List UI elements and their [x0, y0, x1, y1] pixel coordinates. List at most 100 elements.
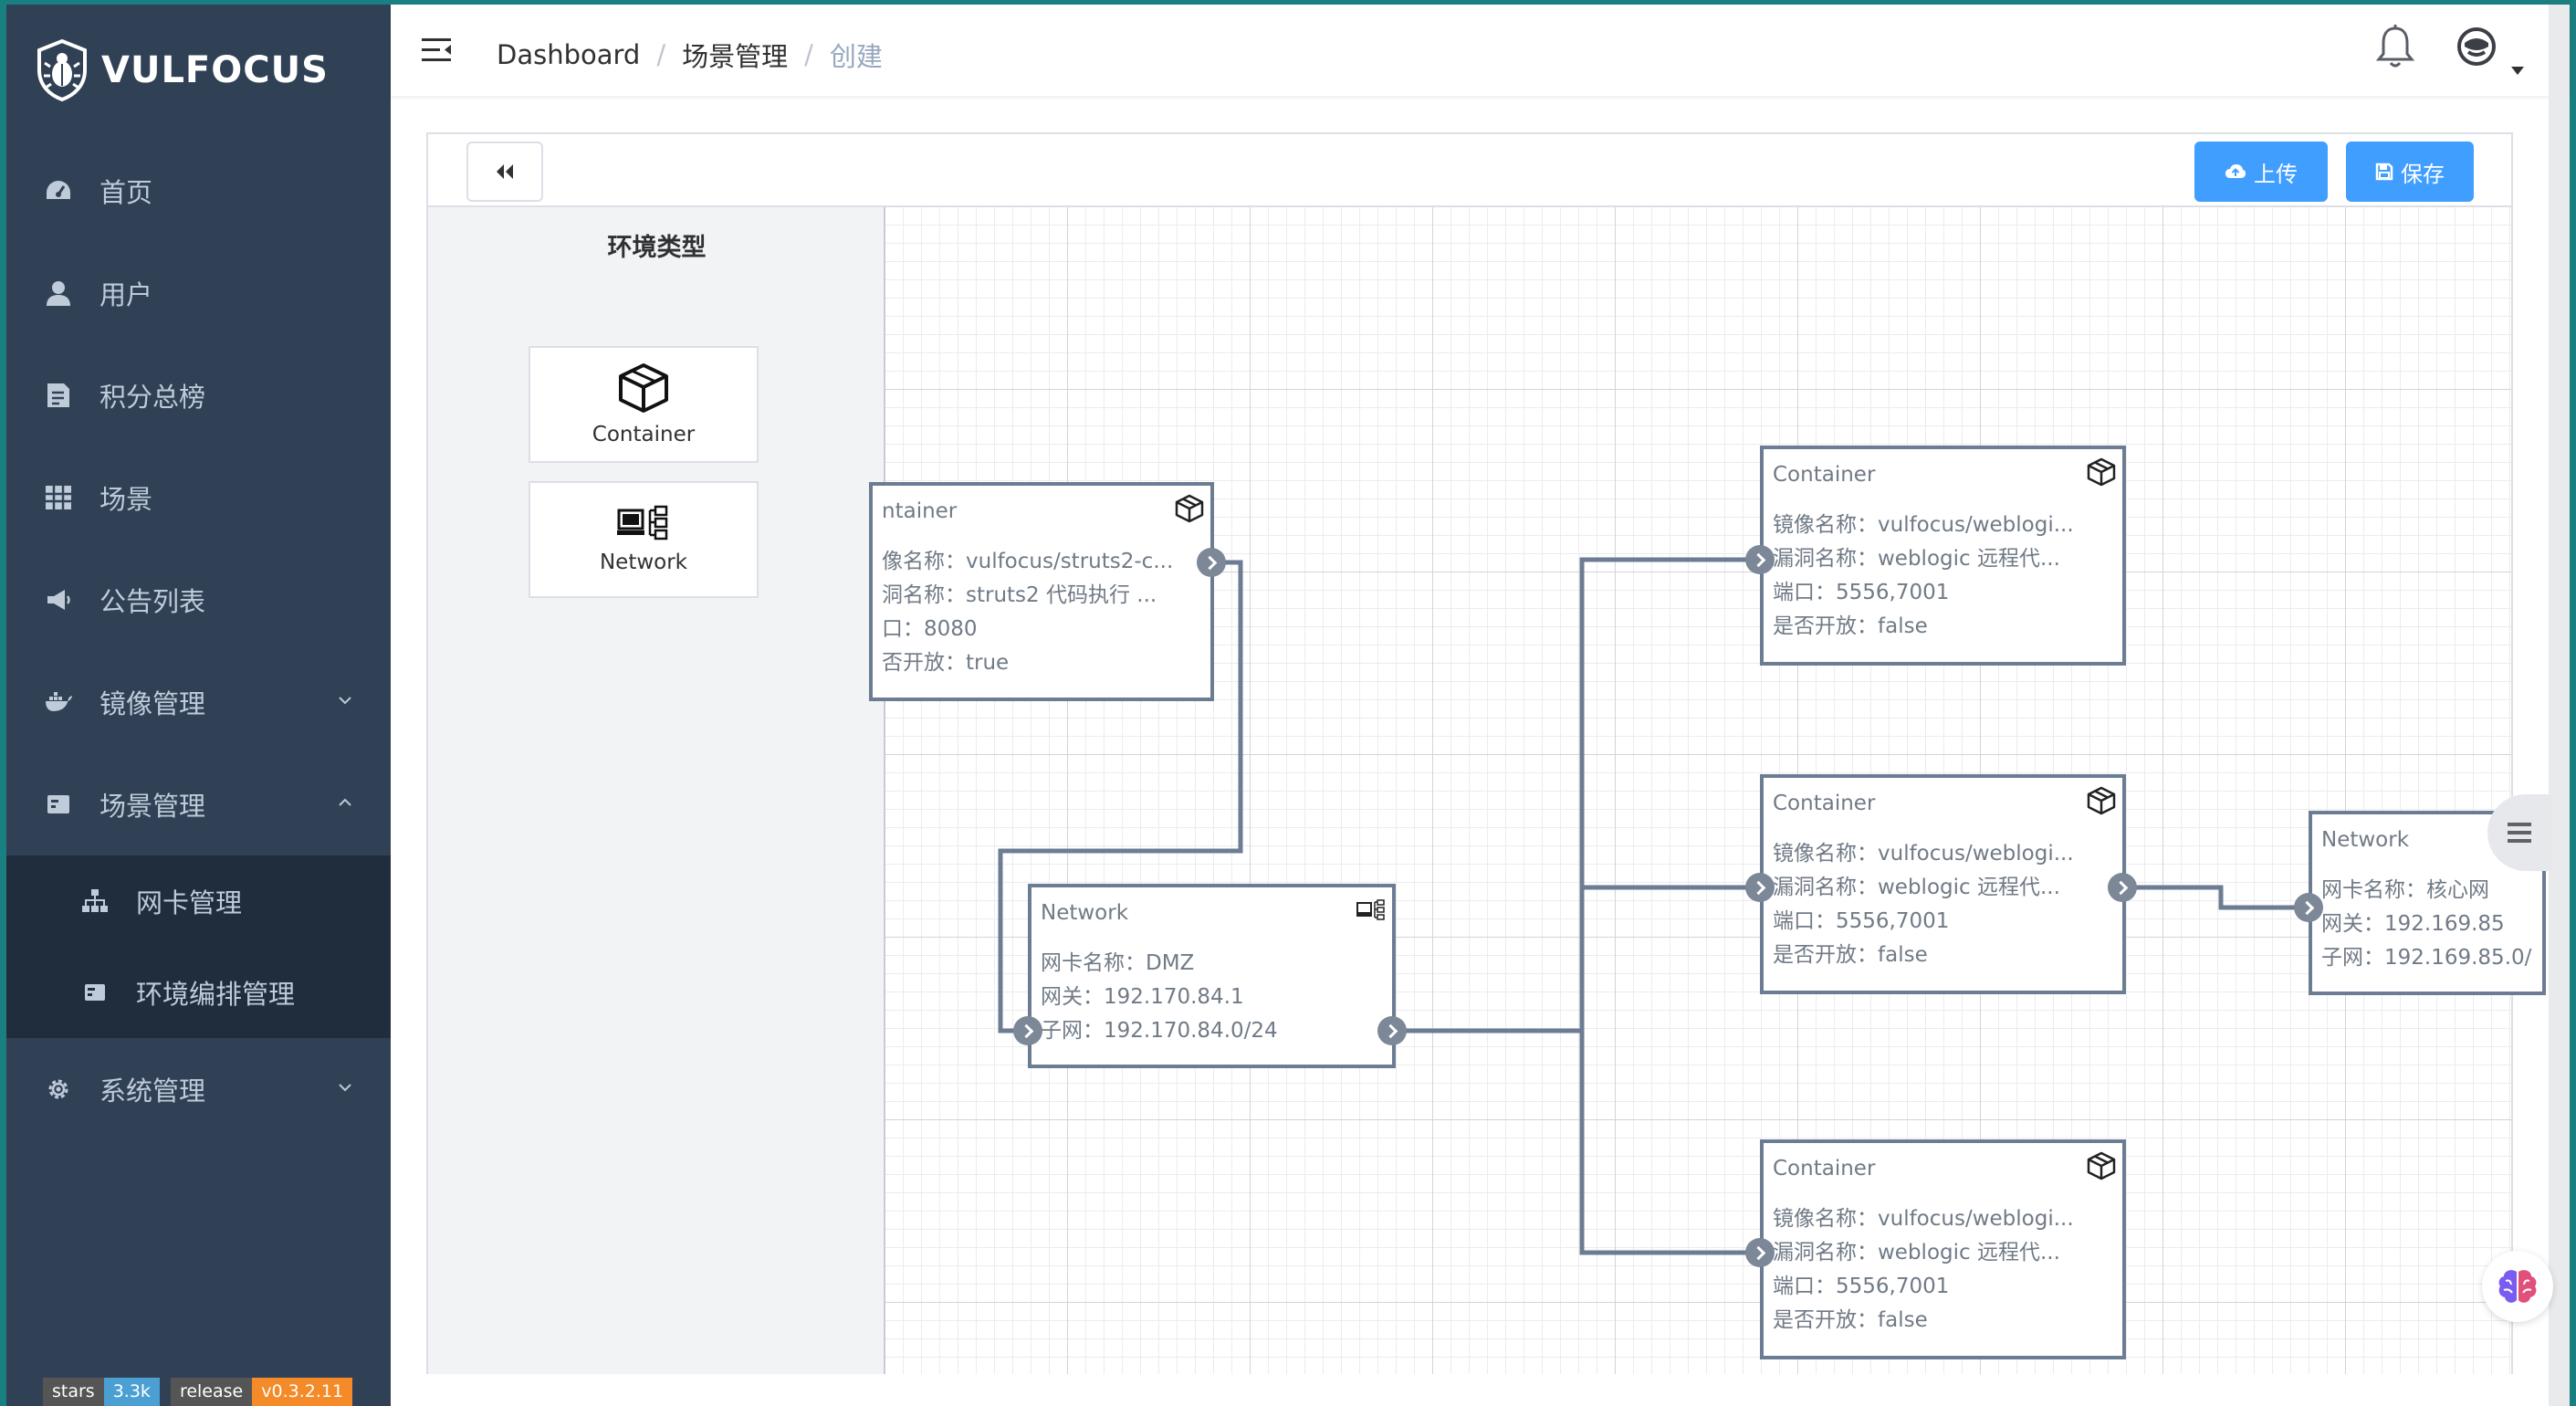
- avatar[interactable]: [2456, 26, 2497, 67]
- network-icon: [617, 505, 668, 540]
- upload-button[interactable]: 上传: [2194, 142, 2328, 202]
- node-gateway: 网关：192.169.85: [2321, 912, 2505, 936]
- component-palette: 环境类型 Container Ne: [428, 207, 885, 1374]
- palette-item-network[interactable]: Network: [529, 481, 759, 598]
- user-icon: [43, 278, 74, 309]
- edge-c3-n2: [2122, 885, 2309, 910]
- node-image-name: 像名称：vulfocus/struts2-c...: [882, 550, 1174, 573]
- sidebar-item-home[interactable]: 首页: [6, 140, 391, 242]
- floating-list-button[interactable]: [2487, 794, 2551, 871]
- network-icon: [1356, 899, 1385, 920]
- node-container-weblogic-3[interactable]: Container 镜像名称：vulfocus/weblogi... 漏洞名称：…: [1760, 1139, 2126, 1359]
- document-icon: [43, 380, 74, 411]
- edge-n1-c4: [1579, 1031, 1760, 1255]
- node-open: 是否开放：false: [1773, 1308, 1928, 1332]
- edge-n1-c2: [1392, 557, 1760, 1034]
- port-n1-out[interactable]: [1377, 1016, 1407, 1045]
- cube-icon: [619, 363, 668, 413]
- sidebar-item-system[interactable]: 系统管理: [6, 1038, 391, 1140]
- sidebar-item-label: 用户: [99, 279, 153, 310]
- top-navbar: Dashboard / 场景管理 / 创建: [391, 5, 2570, 96]
- node-container-weblogic-1[interactable]: Container 镜像名称：vulfocus/weblogi... 漏洞名称：…: [1760, 446, 2126, 666]
- stars-badge[interactable]: stars 3.3k: [43, 1378, 160, 1406]
- sidebar-item-label: 网卡管理: [136, 887, 243, 918]
- breadcrumb-dashboard[interactable]: Dashboard: [497, 39, 641, 70]
- node-port: 端口：5556,7001: [1773, 581, 1950, 604]
- scene-icon: [43, 789, 74, 820]
- save-label: 保存: [2401, 161, 2445, 187]
- layout-icon: [79, 977, 110, 1008]
- node-title: Container: [1773, 1157, 1876, 1180]
- cube-icon: [2087, 457, 2116, 487]
- logo[interactable]: VULFOCUS: [36, 32, 329, 109]
- sidebar-item-announcements[interactable]: 公告列表: [6, 549, 391, 651]
- menu-toggle-icon[interactable]: [422, 36, 453, 65]
- badge-value: 3.3k: [103, 1378, 160, 1406]
- node-image-name: 镜像名称：vulfocus/weblogi...: [1773, 842, 2074, 866]
- port-c3-out[interactable]: [2108, 873, 2137, 902]
- node-title: Container: [1773, 792, 1876, 815]
- chevron-up-icon: [339, 798, 351, 806]
- topology-editor: 上传 保存 环境类型 Container: [426, 132, 2546, 1374]
- cube-icon: [1175, 494, 1204, 523]
- breadcrumb-separator: /: [804, 39, 813, 70]
- sidebar-item-images[interactable]: 镜像管理: [6, 651, 391, 753]
- node-open: 是否开放：false: [1773, 943, 1928, 967]
- topology-canvas[interactable]: ntainer 像名称：vulfocus/struts2-c... 洞名称：st…: [869, 207, 2546, 1374]
- gear-icon: [43, 1074, 74, 1105]
- port-c2-in[interactable]: [1745, 545, 1775, 574]
- scrollbar-track[interactable]: [2549, 5, 2570, 1406]
- caret-down-icon[interactable]: [2511, 67, 2524, 75]
- chevron-down-icon: [339, 697, 351, 705]
- node-subnet: 子网：192.170.84.0/24: [1041, 1019, 1278, 1043]
- editor-toolbar: 上传 保存: [428, 134, 2511, 207]
- upload-label: 上传: [2254, 161, 2298, 187]
- sidebar-item-scenes[interactable]: 场景: [6, 446, 391, 549]
- assistant-button[interactable]: [2482, 1251, 2553, 1322]
- sidebar-item-nic-management[interactable]: 网卡管理: [6, 855, 391, 947]
- node-open: 是否开放：false: [1773, 614, 1928, 638]
- repo-badges: stars 3.3k release v0.3.2.11: [43, 1378, 363, 1406]
- sidebar-item-label: 环境编排管理: [136, 979, 296, 1010]
- sidebar-item-label: 场景: [99, 484, 153, 515]
- save-button[interactable]: 保存: [2346, 142, 2474, 202]
- sidebar-item-scene-management[interactable]: 场景管理: [6, 753, 391, 855]
- node-subnet: 子网：192.169.85.0/: [2321, 946, 2532, 970]
- node-image-name: 镜像名称：vulfocus/weblogi...: [1773, 513, 2074, 537]
- node-title: ntainer: [882, 499, 958, 523]
- sidebar-item-label: 首页: [99, 177, 153, 208]
- node-nic-name: 网卡名称：核心网: [2321, 878, 2489, 902]
- node-image-name: 镜像名称：vulfocus/weblogi...: [1773, 1207, 2074, 1231]
- port-c3-in[interactable]: [1745, 873, 1775, 902]
- double-chevron-left-icon: [497, 164, 513, 179]
- sidebar-item-env-orchestration[interactable]: 环境编排管理: [6, 947, 391, 1038]
- port-c4-in[interactable]: [1745, 1238, 1775, 1267]
- release-badge[interactable]: release v0.3.2.11: [170, 1378, 353, 1406]
- port-n1-in[interactable]: [1013, 1016, 1042, 1045]
- palette-item-label: Container: [592, 423, 696, 446]
- node-vuln-name: 漏洞名称：weblogic 远程代...: [1773, 1241, 2060, 1264]
- sidebar-item-ranking[interactable]: 积分总榜: [6, 344, 391, 446]
- palette-item-container[interactable]: Container: [529, 346, 759, 463]
- logo-text: VULFOCUS: [101, 49, 329, 91]
- collapse-panel-button[interactable]: [466, 142, 543, 202]
- edge-c1-n1: [998, 560, 1243, 1034]
- node-container-weblogic-2[interactable]: Container 镜像名称：vulfocus/weblogi... 漏洞名称：…: [1760, 774, 2126, 994]
- node-port: 端口：5556,7001: [1773, 1275, 1950, 1298]
- node-port: 口：8080: [882, 617, 978, 641]
- bell-icon[interactable]: [2374, 23, 2416, 70]
- port-n2-in[interactable]: [2294, 893, 2323, 922]
- badge-value: v0.3.2.11: [252, 1378, 353, 1406]
- port-c1-out[interactable]: [1197, 548, 1226, 577]
- breadcrumb-scene-management[interactable]: 场景管理: [682, 41, 789, 72]
- list-icon: [2508, 823, 2531, 843]
- sidebar-menu: 首页 用户 积分总榜 场景: [6, 140, 391, 1140]
- sidebar-item-users[interactable]: 用户: [6, 242, 391, 344]
- node-title: Network: [2321, 828, 2410, 852]
- badge-key: stars: [43, 1378, 104, 1406]
- node-network-dmz[interactable]: Network 网卡名称：DMZ 网关：192.170.84.1 子网：192.…: [1028, 884, 1396, 1068]
- node-container-struts2[interactable]: ntainer 像名称：vulfocus/struts2-c... 洞名称：st…: [869, 482, 1214, 701]
- breadcrumb: Dashboard / 场景管理 / 创建: [497, 36, 883, 74]
- node-vuln-name: 漏洞名称：weblogic 远程代...: [1773, 547, 2060, 571]
- shield-logo-icon: [37, 38, 87, 102]
